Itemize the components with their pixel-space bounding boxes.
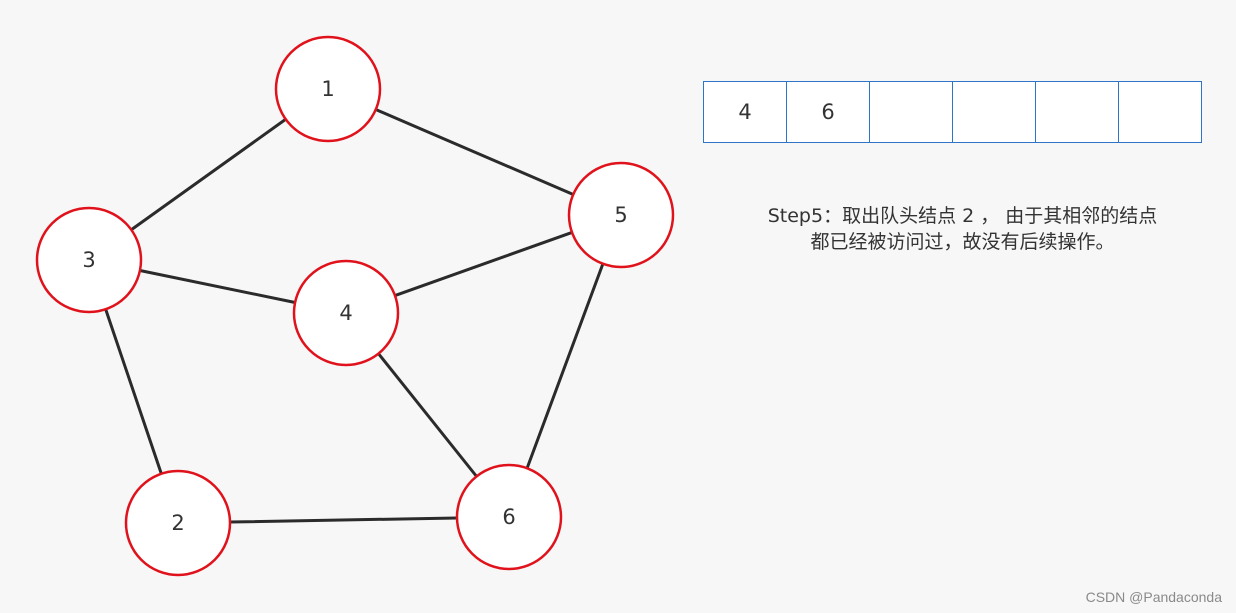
node-label: 3 [82, 248, 95, 272]
node-circle [292, 259, 400, 367]
edge-3-2 [104, 307, 163, 476]
node-circle [274, 35, 382, 143]
edge-5-6 [525, 262, 605, 470]
node-circle [35, 206, 143, 314]
edge-1-3 [129, 117, 288, 232]
watermark: CSDN @Pandaconda [1085, 589, 1222, 605]
node-1: 1 [274, 35, 382, 143]
queue-cell: 4 [704, 82, 787, 142]
node-5: 5 [567, 161, 675, 269]
node-circle [455, 463, 563, 571]
node-4: 4 [292, 259, 400, 367]
graph: 1 2 3 4 5 6 [35, 35, 675, 577]
node-6: 6 [455, 463, 563, 571]
queue-cell [870, 82, 953, 142]
queue-cell: 6 [787, 82, 870, 142]
caption-line-2: 都已经被访问过，故没有后续操作。 [810, 231, 1115, 253]
node-label: 4 [339, 301, 352, 325]
node-3: 3 [35, 206, 143, 314]
edge-2-6 [228, 516, 459, 524]
queue-cell [1119, 82, 1201, 142]
queue-array: 4 6 [703, 81, 1202, 143]
node-label: 1 [321, 77, 334, 101]
caption-line-1: Step5：取出队头结点 2 ， 由于其相邻的结点 [767, 205, 1158, 227]
node-circle [567, 161, 675, 269]
edge-1-5 [374, 108, 575, 196]
node-circle [124, 469, 232, 577]
queue-cell [953, 82, 1036, 142]
node-2: 2 [124, 469, 232, 577]
edge-4-6 [376, 352, 479, 478]
node-label: 5 [614, 203, 627, 227]
edge-4-5 [393, 230, 574, 298]
node-label: 6 [502, 505, 515, 529]
queue-cell [1036, 82, 1119, 142]
node-label: 2 [171, 511, 184, 535]
step-caption: Step5：取出队头结点 2 ， 由于其相邻的结点 都已经被访问过，故没有后续操… [700, 203, 1225, 255]
edge-3-4 [138, 269, 297, 304]
